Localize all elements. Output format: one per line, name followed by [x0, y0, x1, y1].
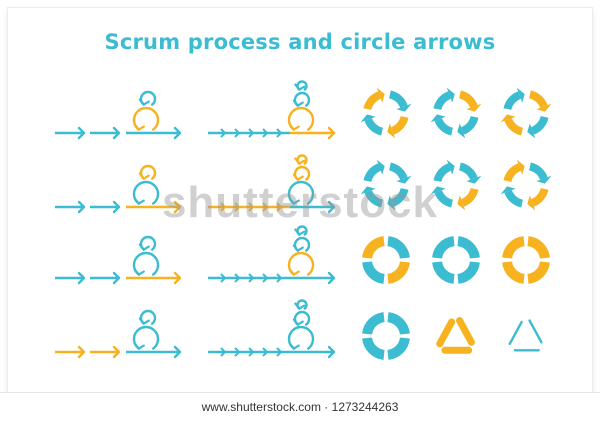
scrum-process-long-2: [208, 154, 336, 214]
segmented-ring-icon: [432, 236, 480, 284]
footer-bar: [0, 392, 600, 421]
segmented-ring-icon: [362, 236, 410, 284]
recycle-outline-icon: [508, 319, 543, 352]
scrum-process-long-4: [208, 299, 336, 359]
footer-url: www.shutterstock.com · 1273244263: [201, 400, 399, 414]
segmented-ring-icon: [362, 312, 410, 360]
scrum-process-short-4: [55, 309, 182, 359]
scrum-process-long-1: [208, 80, 336, 140]
page-title: Scrum process and circle arrows: [104, 30, 496, 54]
cycle-arrows-icon: [430, 87, 482, 139]
cycle-arrows-icon: [430, 159, 482, 211]
cycle-arrows-icon: [500, 87, 552, 139]
recycle-icon: [436, 317, 475, 354]
cycle-arrows-icon: [360, 87, 412, 139]
segmented-ring-icon: [502, 236, 550, 284]
scrum-process-long-3: [208, 225, 336, 285]
cycle-arrows-icon: [500, 159, 552, 211]
scrum-process-short-2: [55, 164, 182, 214]
scrum-process-short-1: [55, 90, 182, 140]
cycle-arrows-icon: [360, 159, 412, 211]
scrum-process-short-3: [55, 235, 182, 285]
